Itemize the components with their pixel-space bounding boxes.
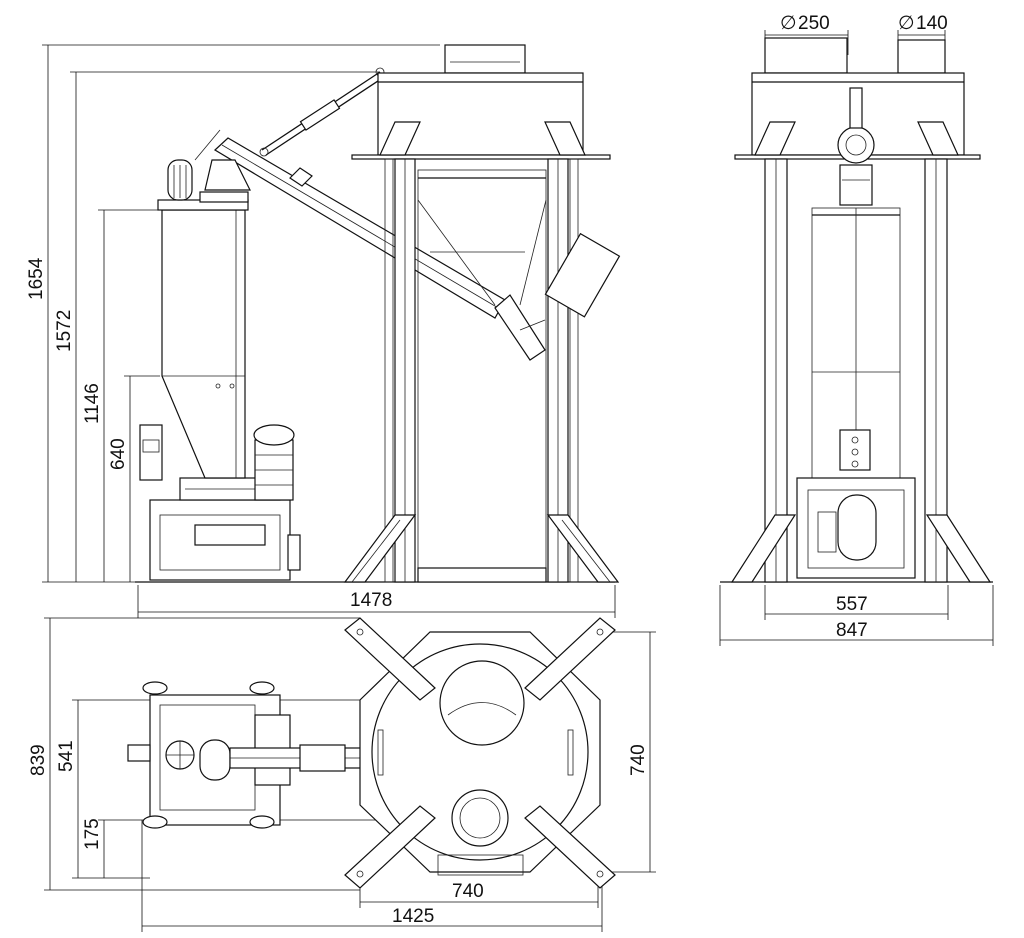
dim-side-total-height: 1654 [26, 257, 47, 300]
front-diameter-symbol-small: ∅ [898, 13, 915, 34]
dim-front-total-width: 847 [836, 620, 868, 641]
plan-right-dimension: 740 [600, 631, 656, 873]
main-silo [343, 44, 621, 583]
dim-plan-total-depth: 839 [28, 744, 49, 776]
side-horizontal-dimension: 1478 [137, 585, 616, 618]
dim-side-upper-height: 1572 [54, 310, 75, 352]
side-vertical-dimensions: 1654 1572 1146 640 [26, 44, 440, 583]
front-bottom-dimensions: 557 847 [719, 585, 994, 646]
dim-plan-circle-width: 740 [452, 881, 484, 902]
dim-plan-total-width: 1425 [392, 906, 434, 927]
dim-plan-left-depth: 541 [56, 740, 77, 772]
side-view: 1654 1572 1146 640 1478 [26, 44, 621, 618]
plan-view: 839 541 175 740 740 1425 [28, 617, 656, 932]
side-motor [253, 424, 295, 501]
front-view: ∅ 250 ∅ 140 557 847 [719, 13, 994, 646]
dim-plan-circle-height: 740 [628, 744, 649, 776]
small-hopper [157, 159, 249, 479]
dim-side-hopper-height: 1146 [82, 383, 103, 424]
dim-front-inlet-small: 140 [916, 13, 948, 34]
front-diameter-symbol-large: ∅ [780, 13, 797, 34]
plan-vertical-dimensions: 839 541 175 [28, 617, 480, 891]
plan-bottom-dimensions: 740 1425 [141, 820, 603, 932]
dim-side-total-width: 1478 [350, 590, 392, 611]
dim-front-frame-width: 557 [836, 594, 868, 615]
dim-plan-offset: 175 [82, 818, 103, 850]
dim-side-base-height: 640 [108, 438, 129, 470]
dim-front-inlet-large: 250 [798, 13, 830, 34]
front-inlet-dimensions: ∅ 250 ∅ 140 [764, 13, 948, 55]
